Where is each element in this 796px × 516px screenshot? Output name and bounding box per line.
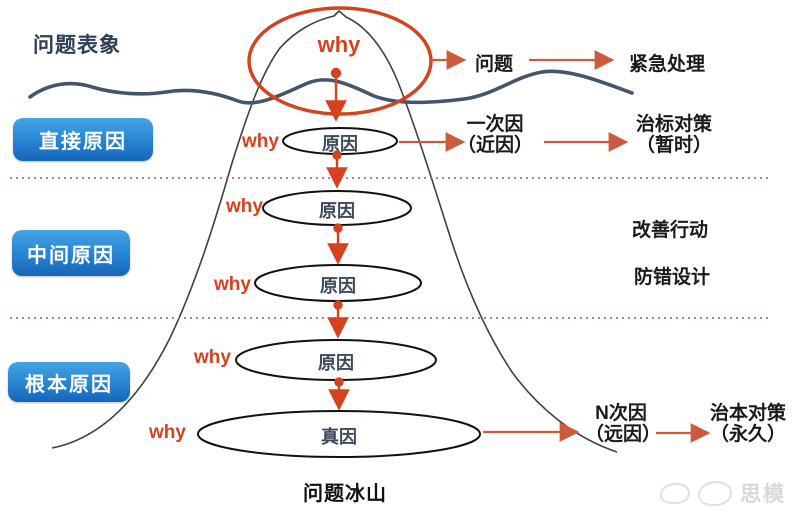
flow2-source: 一次因 （近因） (452, 114, 538, 156)
flow3-source-line1: N次因 (595, 403, 647, 424)
watermark-logo-icon (698, 480, 732, 506)
top-why-label: why (317, 32, 361, 57)
water-line (28, 69, 634, 105)
stage-label: 根本原因 (25, 373, 113, 396)
why-label-1: why (242, 131, 279, 152)
stage-label: 中间原因 (27, 244, 115, 267)
cause-text-4: 原因 (318, 353, 354, 373)
flow2-action-line2: （暂时） (635, 135, 712, 156)
flow3-source-line2: （远因） (585, 424, 662, 445)
down-arrows (325, 67, 350, 411)
cause-text-3: 原因 (320, 276, 356, 296)
highlight-circle (247, 6, 433, 116)
flow3-action-line2: （永久） (709, 424, 786, 445)
cause-text-1: 原因 (322, 134, 358, 154)
cause-ellipse-5 (197, 410, 481, 458)
surface-label: 问题表象 (33, 34, 121, 57)
cause-text-2: 原因 (319, 201, 355, 221)
iceberg-outline (51, 9, 618, 453)
flow2-source-line1: 一次因 (466, 114, 524, 135)
true-cause-text: 真因 (321, 427, 357, 447)
stage-label: 直接原因 (39, 131, 127, 153)
why-label-3: why (214, 274, 251, 295)
stage-box-root-cause: 根本原因 (8, 362, 130, 402)
why-label-5: why (149, 422, 186, 443)
flow3-source: N次因 （远因） (585, 403, 662, 445)
middle-action-errorproof: 防错设计 (634, 267, 711, 288)
flow2-action-line1: 治标对策 (635, 114, 712, 135)
why-label-4: why (194, 347, 231, 368)
flow2-action: 治标对策 （暂时） (626, 114, 722, 156)
why-label-2: why (226, 196, 263, 217)
watermark-text: 思模 (740, 483, 786, 506)
flow1-action: 紧急处理 (629, 54, 706, 75)
flow3-action: 治本对策 （永久） (703, 403, 793, 445)
watermark-logo-icon (660, 482, 690, 504)
watermark: 思模 (660, 478, 786, 508)
flow1-source: 问题 (475, 54, 514, 75)
flow3-action-line1: 治本对策 (709, 403, 786, 424)
stage-box-intermediate-cause: 中间原因 (12, 230, 130, 276)
flow-arrows (399, 50, 711, 443)
flow2-source-line2: （近因） (456, 135, 533, 156)
stage-box-direct-cause: 直接原因 (13, 118, 153, 161)
diagram-caption: 问题冰山 (303, 483, 387, 505)
middle-action-improvement: 改善行动 (632, 220, 709, 241)
